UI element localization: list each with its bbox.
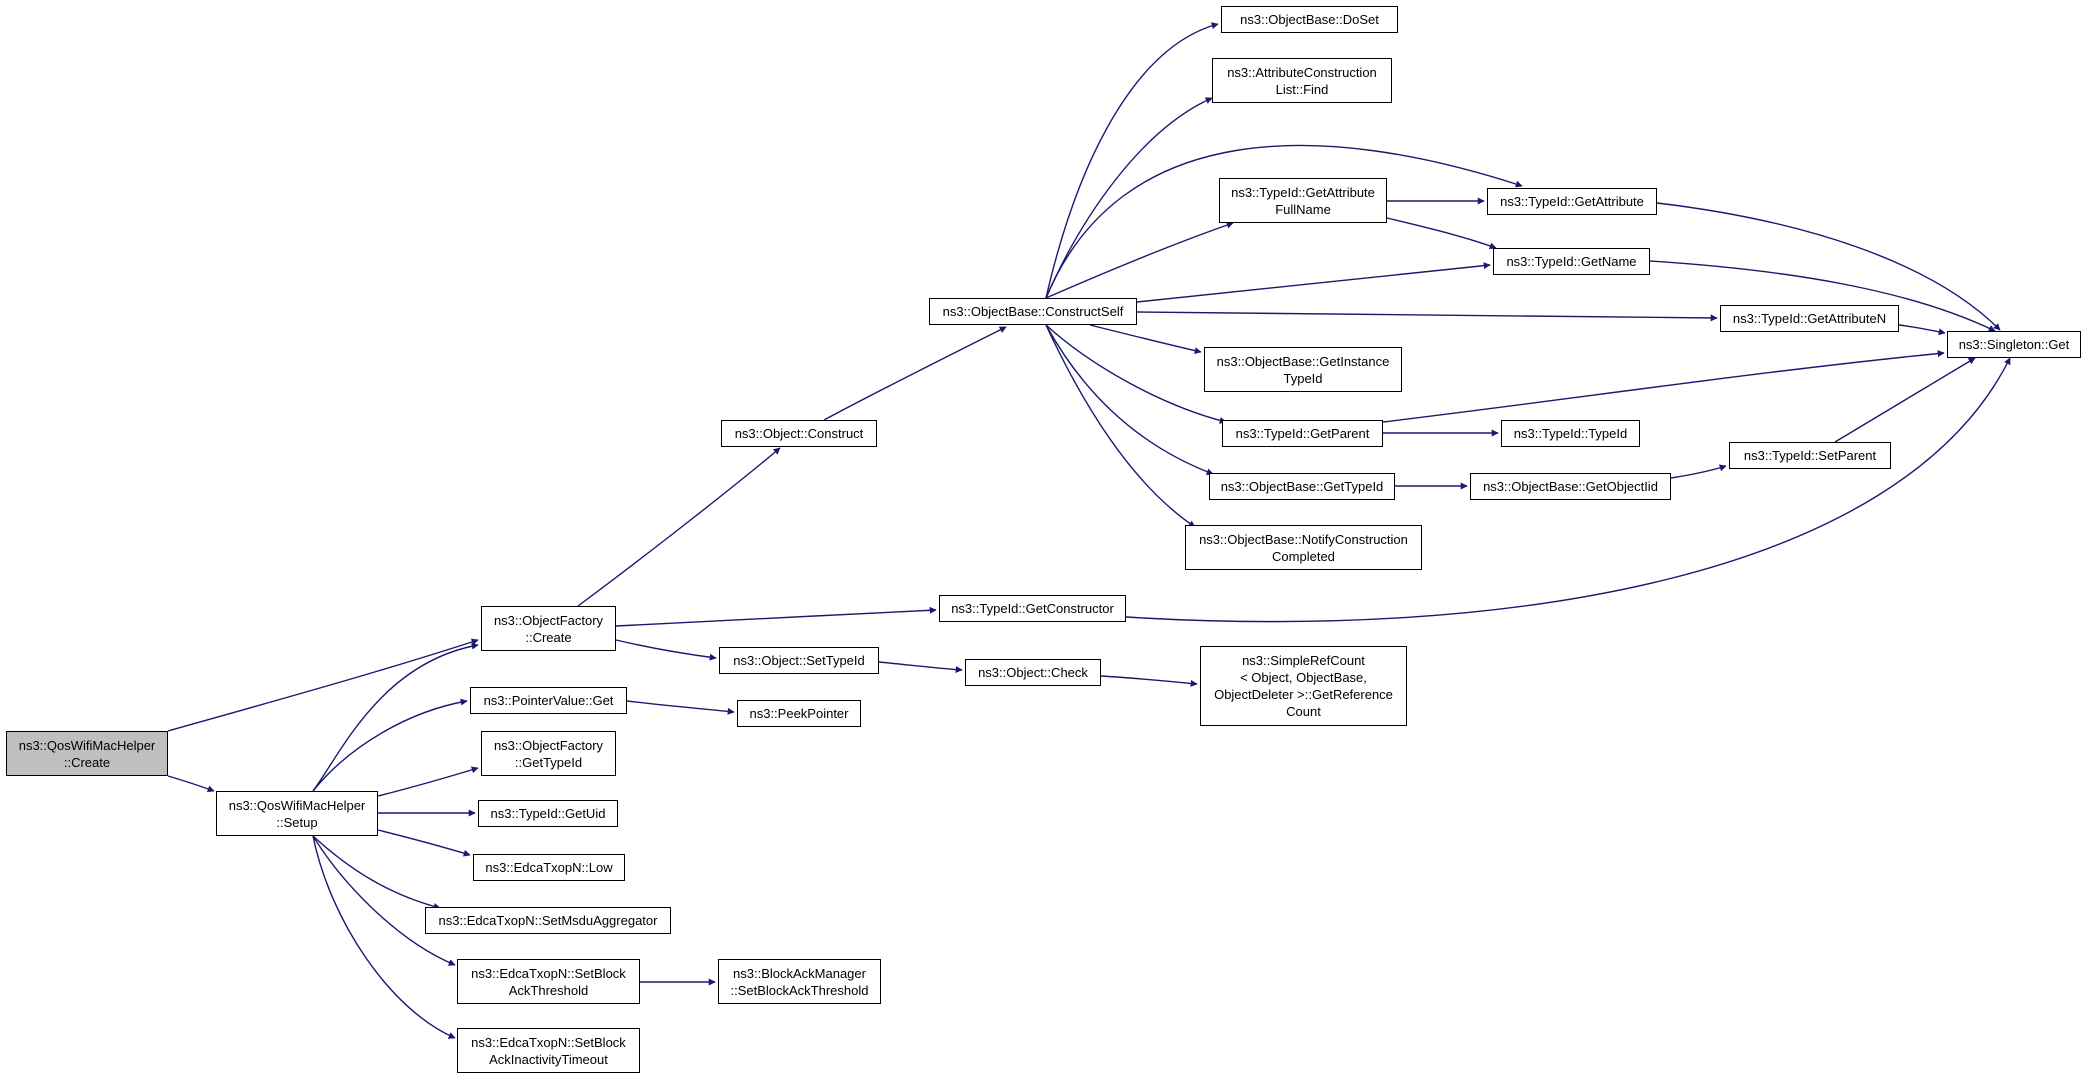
node-typeid-getuid[interactable]: ns3::TypeId::GetUid [478,800,618,827]
node-objectbase-getinstancetypeid[interactable]: ns3::ObjectBase::GetInstance TypeId [1204,347,1402,392]
node-typeid-getattribute[interactable]: ns3::TypeId::GetAttribute [1487,188,1657,215]
edge-constructself-to-objectbase-gettypeid [1045,324,1214,476]
node-edcatxopn-setblockackthreshold[interactable]: ns3::EdcaTxopN::SetBlock AckThreshold [457,959,640,1004]
edge-qos-setup-to-edcatxopn-setblockackinactivitytimeout [312,835,456,1039]
node-typeid-getconstructor[interactable]: ns3::TypeId::GetConstructor [939,595,1126,622]
node-objectfactory-create[interactable]: ns3::ObjectFactory ::Create [481,606,616,651]
node-objectbase-getobjectiid[interactable]: ns3::ObjectBase::GetObjectIid [1470,473,1671,500]
edge-constructself-to-typeid-getattribute [1045,144,1523,299]
edge-qos-setup-to-edcatxopn-low [377,829,471,857]
node-object-settypeid[interactable]: ns3::Object::SetTypeId [719,647,879,674]
edge-pointervalue-get-to-peekpointer [626,700,735,715]
edge-qos-create-to-qos-setup [167,775,215,793]
edge-object-settypeid-to-object-check [878,661,963,674]
node-typeid-setparent[interactable]: ns3::TypeId::SetParent [1729,442,1891,469]
node-attributeconstructionlist-find[interactable]: ns3::AttributeConstruction List::Find [1212,58,1392,103]
edge-objectfactory-create-to-typeid-getconstructor [615,606,937,627]
edge-getobjectiid-to-typeid-setparent [1670,464,1727,479]
edge-constructself-to-objectbase-getinstancetypeid [1089,324,1202,355]
edge-qos-setup-to-objectfactory-create [312,642,479,792]
node-edcatxopn-setblockackinactivitytimeout[interactable]: ns3::EdcaTxopN::SetBlock AckInactivityTi… [457,1028,640,1073]
edge-constructself-to-typeid-getattributen [1136,311,1718,322]
edge-getattributefullname-to-typeid-getname [1386,217,1497,250]
node-objectfactory-gettypeid[interactable]: ns3::ObjectFactory ::GetTypeId [481,731,616,776]
edge-object-check-to-simplerefcount [1100,675,1198,687]
edge-typeid-getconstructor-to-singleton-get [1125,357,2011,623]
node-typeid-getname[interactable]: ns3::TypeId::GetName [1493,248,1650,275]
node-pointervalue-get[interactable]: ns3::PointerValue::Get [470,687,627,714]
edge-object-construct-to-objectbase-constructself [823,326,1007,421]
edge-constructself-to-typeid-getparent [1045,324,1227,424]
node-edcatxopn-low[interactable]: ns3::EdcaTxopN::Low [473,854,625,881]
edge-qos-setup-to-objectfactory-gettypeid [377,766,479,797]
node-simplerefcount-getreferencecount[interactable]: ns3::SimpleRefCount < Object, ObjectBase… [1200,646,1407,726]
node-typeid-getattributen[interactable]: ns3::TypeId::GetAttributeN [1720,305,1899,332]
edge-constructself-to-typeid-getattributefullname [1045,221,1234,299]
node-typeid-getattributefullname[interactable]: ns3::TypeId::GetAttribute FullName [1219,178,1387,223]
edge-qos-setup-to-pointervalue-get [312,698,468,792]
node-qos-setup[interactable]: ns3::QosWifiMacHelper ::Setup [216,791,378,836]
edge-objectfactory-create-to-object-construct [577,447,781,607]
edge-qos-create-to-objectfactory-create [167,638,479,732]
edge-typeid-getname-to-singleton-get [1649,260,1996,332]
node-edcatxopn-setmsduaggregator[interactable]: ns3::EdcaTxopN::SetMsduAggregator [425,907,671,934]
edge-typeid-setparent-to-singleton-get [1834,357,1976,443]
edge-typeid-getattribute-to-singleton-get [1656,202,2001,331]
node-peekpointer[interactable]: ns3::PeekPointer [737,700,861,727]
edge-constructself-to-objectbase-doset [1045,22,1219,299]
edge-objectfactory-create-to-object-settypeid [615,639,717,661]
node-objectbase-gettypeid[interactable]: ns3::ObjectBase::GetTypeId [1209,473,1395,500]
node-singleton-get[interactable]: ns3::Singleton::Get [1947,331,2081,358]
node-objectbase-constructself[interactable]: ns3::ObjectBase::ConstructSelf [929,298,1137,325]
edge-qos-setup-to-edcatxopn-setmsduaggregator [312,835,441,910]
node-typeid-getparent[interactable]: ns3::TypeId::GetParent [1222,420,1383,447]
edge-typeid-getattributen-to-singleton-get [1898,324,1946,336]
edge-constructself-to-objectbase-notifyconstructioncompleted [1045,324,1196,528]
node-objectbase-notifyconstructioncompleted[interactable]: ns3::ObjectBase::NotifyConstruction Comp… [1185,525,1422,570]
edge-typeid-getparent-to-singleton-get [1382,350,1945,423]
node-objectbase-doset[interactable]: ns3::ObjectBase::DoSet [1221,6,1398,33]
edge-qos-setup-to-edcatxopn-setblockackthreshold [312,835,456,966]
node-object-check[interactable]: ns3::Object::Check [965,659,1101,686]
node-qos-create[interactable]: ns3::QosWifiMacHelper ::Create [6,731,168,776]
edge-constructself-to-attributeconstructionlist-find [1045,97,1213,299]
node-typeid-typeid[interactable]: ns3::TypeId::TypeId [1501,420,1640,447]
node-object-construct[interactable]: ns3::Object::Construct [721,420,877,447]
edge-constructself-to-typeid-getname [1136,262,1491,303]
node-blockackmanager-setblockackthreshold[interactable]: ns3::BlockAckManager ::SetBlockAckThresh… [718,959,881,1004]
